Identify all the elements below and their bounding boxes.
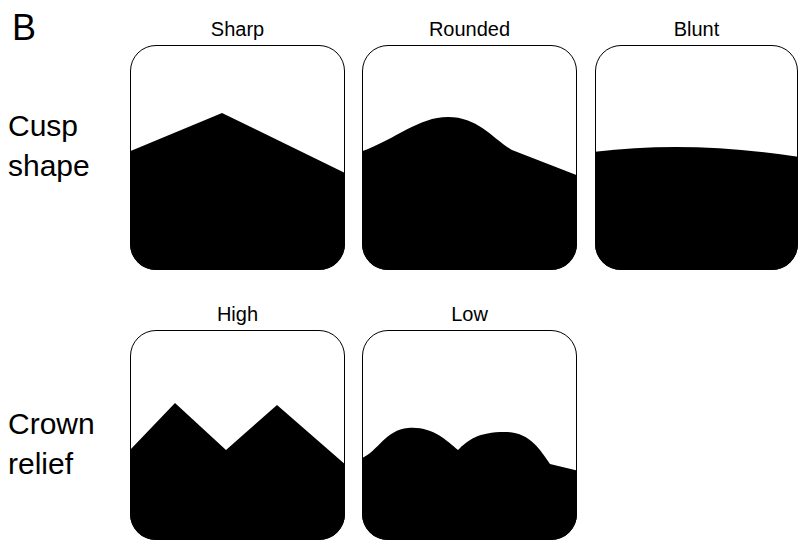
high-relief xyxy=(130,403,345,540)
rounded-cusp xyxy=(362,117,577,270)
tooth-panel: Blunt xyxy=(595,45,798,270)
panel-title: Blunt xyxy=(596,16,797,42)
tooth-panel: Sharp xyxy=(130,45,345,270)
low-relief xyxy=(362,428,577,540)
row-label: Cusp shape xyxy=(8,106,124,186)
blunt-cusp xyxy=(595,147,798,270)
panel-title: High xyxy=(131,301,344,327)
tooth-panel: Rounded xyxy=(362,45,577,270)
tooth-panel: Low xyxy=(362,330,577,540)
panel-title: Rounded xyxy=(363,16,576,42)
panel-title: Sharp xyxy=(131,16,344,42)
panel-title: Low xyxy=(363,301,576,327)
panel-letter: B xyxy=(12,8,72,48)
sharp-cusp xyxy=(130,113,345,270)
row-label: Crown relief xyxy=(8,404,124,484)
tooth-panel: High xyxy=(130,330,345,540)
